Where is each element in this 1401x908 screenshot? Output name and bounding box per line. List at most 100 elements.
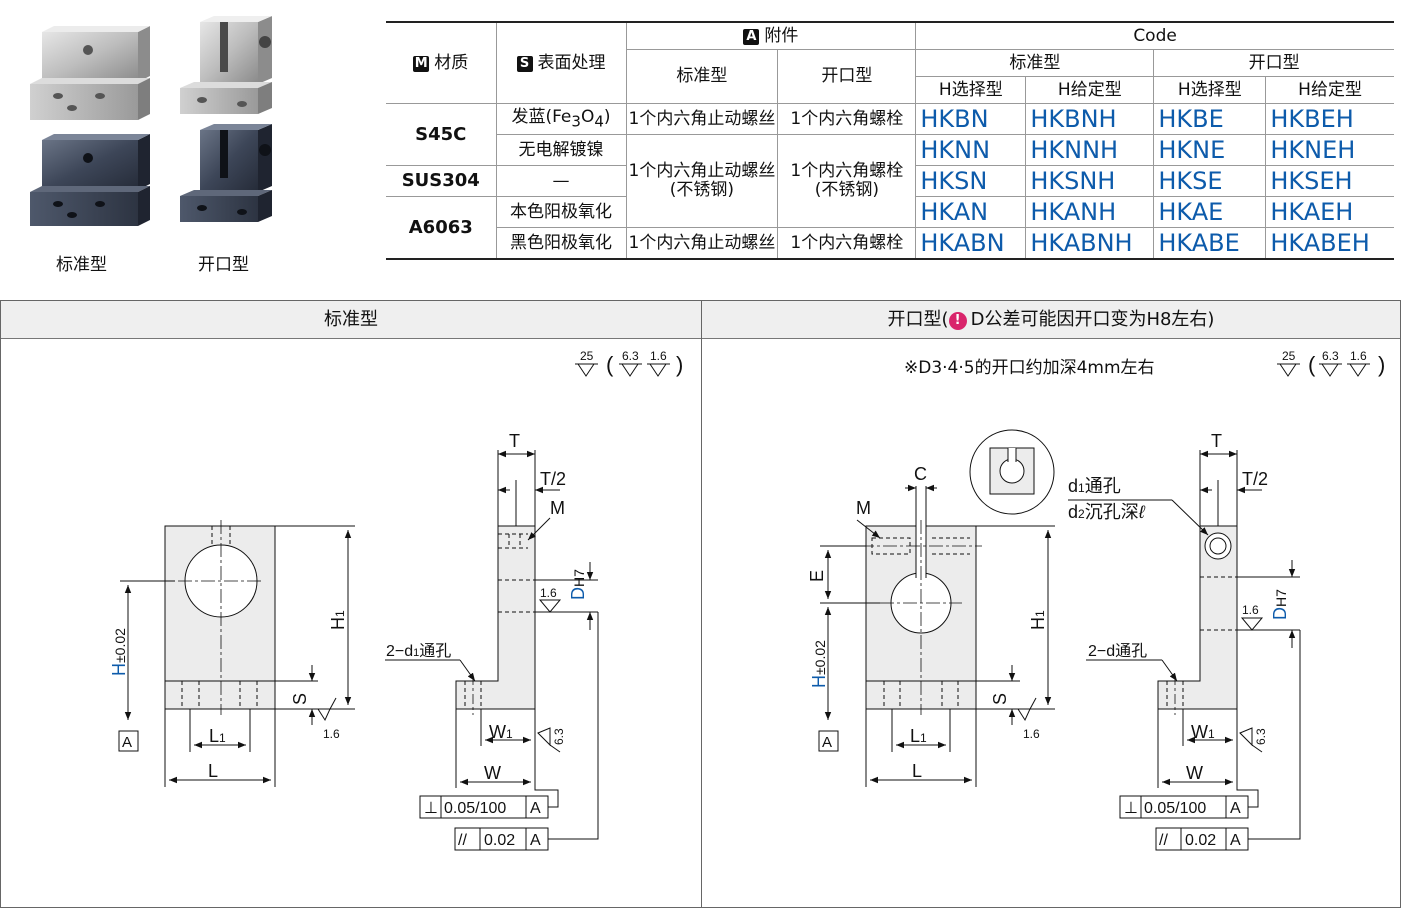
code-cell[interactable]: HKBNH xyxy=(1025,103,1155,135)
roughness-63-side: 6.3 xyxy=(1254,728,1268,745)
dim-W: W xyxy=(484,763,501,783)
open-side-view xyxy=(1068,450,1301,851)
surface-none: — xyxy=(495,165,627,197)
code-cell[interactable]: HKSNH xyxy=(1025,165,1155,197)
section-title-standard: 标准型 xyxy=(1,301,701,339)
paren-open: ( xyxy=(606,352,614,377)
code-cell[interactable]: HKNN xyxy=(915,134,1027,166)
roughness-16-label: 1.6 xyxy=(650,349,667,363)
paren-close: ) xyxy=(676,352,683,377)
dim-S: S xyxy=(290,693,310,705)
standard-side-view xyxy=(385,450,599,851)
photo-open-silver xyxy=(180,16,272,114)
label-M: M xyxy=(856,498,871,518)
surface-blackening: 发蓝(Fe3O4) xyxy=(495,103,627,135)
label-M: M xyxy=(550,498,565,518)
roughness-63-label: 6.3 xyxy=(622,349,639,363)
code-cell[interactable]: HKBN xyxy=(915,103,1027,135)
roughness-63-side: 6.3 xyxy=(552,728,566,745)
badge-m-icon: M xyxy=(413,55,430,72)
accessory-open-3: 1个内六角螺栓 xyxy=(777,227,917,260)
drawing-frame: 标准型 开口型(!D公差可能因开口变为H8左右) ※D3·4·5的开口约加深4m… xyxy=(0,300,1401,908)
header-h-given: H给定型 xyxy=(1025,76,1155,104)
code-cell[interactable]: HKSEH xyxy=(1265,165,1394,197)
dim-T: T xyxy=(509,431,520,451)
code-cell[interactable]: HKNE xyxy=(1153,134,1267,166)
dim-W1: W1 xyxy=(1191,722,1215,742)
datum-A: A xyxy=(822,734,832,751)
parallelism-value: 0.02 xyxy=(484,832,515,849)
dim-C: C xyxy=(914,464,927,484)
dim-D-H7: DH7 xyxy=(568,569,588,600)
code-cell[interactable]: HKNEH xyxy=(1265,134,1394,166)
header-accessory-open: 开口型 xyxy=(777,49,917,104)
code-cell[interactable]: HKAE xyxy=(1153,196,1267,228)
badge-s-icon: S xyxy=(516,55,533,72)
code-cell[interactable]: HKABNH xyxy=(1025,227,1155,260)
roughness-16-label: 1.6 xyxy=(1350,349,1367,363)
header-code-open: 开口型 xyxy=(1153,49,1394,77)
open-depth-note: ※D3·4·5的开口约加深4mm左右 xyxy=(904,358,1155,378)
accessory-standard-3: 1个内六角止动螺丝 xyxy=(625,227,779,260)
code-cell[interactable]: HKBEH xyxy=(1265,103,1394,135)
header-h-given-open: H给定型 xyxy=(1265,76,1394,104)
dim-L: L xyxy=(208,761,218,781)
product-photos: 标准型 开口型 xyxy=(20,12,360,282)
surface-black-anodize: 黑色阳极氧化 xyxy=(495,227,627,260)
code-cell[interactable]: HKSN xyxy=(915,165,1027,197)
dim-H1: H1 xyxy=(328,610,348,630)
label-2-d1-through: 2−d1通孔 xyxy=(386,642,451,660)
surface-clear-anodize: 本色阳极氧化 xyxy=(495,196,627,228)
label-d2-counterbore: d2沉孔深ℓ xyxy=(1068,502,1146,522)
dim-W1: W1 xyxy=(489,722,513,742)
section-divider xyxy=(701,301,702,907)
photo-label-standard: 标准型 xyxy=(56,255,107,275)
code-cell[interactable]: HKABEH xyxy=(1265,227,1394,260)
dim-T2: T/2 xyxy=(1242,469,1268,489)
roughness-63-label: 6.3 xyxy=(1322,349,1339,363)
perpendicularity-symbol: ⊥ xyxy=(424,800,438,817)
warning-icon: ! xyxy=(948,312,967,330)
paren-open: ( xyxy=(1308,352,1316,377)
code-cell[interactable]: HKBE xyxy=(1153,103,1267,135)
dim-S: S xyxy=(990,693,1010,705)
dim-H: H±0.02 xyxy=(809,640,829,688)
material-sus304: SUS304 xyxy=(386,165,497,197)
photo-label-open: 开口型 xyxy=(198,255,249,275)
label-2-d-through: 2−d通孔 xyxy=(1088,642,1147,660)
accessory-standard-2: 1个内六角止动螺丝(不锈钢) xyxy=(625,134,779,228)
photo-open-black xyxy=(180,124,272,222)
open-front-view xyxy=(818,429,1055,787)
section-title-open: 开口型(!D公差可能因开口变为H8左右) xyxy=(702,301,1400,339)
parallelism-value: 0.02 xyxy=(1185,832,1216,849)
dim-W: W xyxy=(1186,763,1203,783)
standard-front-view xyxy=(118,520,355,787)
parallelism-datum: A xyxy=(530,832,541,849)
code-cell[interactable]: HKANH xyxy=(1025,196,1155,228)
dim-H: H±0.02 xyxy=(109,628,129,676)
perpendicularity-datum: A xyxy=(530,800,541,817)
code-cell[interactable]: HKABN xyxy=(915,227,1027,260)
dim-T2: T/2 xyxy=(540,469,566,489)
dim-L1: L1 xyxy=(910,726,927,746)
surface-electroless-nickel: 无电解镀镍 xyxy=(495,134,627,166)
code-cell[interactable]: HKAN xyxy=(915,196,1027,228)
datum-A: A xyxy=(122,734,132,751)
code-cell[interactable]: HKSE xyxy=(1153,165,1267,197)
label-d1-through: d1通孔 xyxy=(1068,476,1121,496)
roughness-symbols-open xyxy=(1277,363,1370,377)
photo-standard-silver xyxy=(30,26,150,120)
roughness-16-bore: 1.6 xyxy=(1242,603,1259,617)
perpendicularity-value: 0.05/100 xyxy=(444,800,506,817)
code-cell[interactable]: HKNNH xyxy=(1025,134,1155,166)
roughness-16-bottom: 1.6 xyxy=(1023,727,1040,741)
code-cell[interactable]: HKAEH xyxy=(1265,196,1394,228)
roughness-symbols-standard xyxy=(575,363,670,377)
dim-L: L xyxy=(912,761,922,781)
dim-H1: H1 xyxy=(1028,610,1048,630)
perpendicularity-value: 0.05/100 xyxy=(1144,800,1206,817)
dim-L1: L1 xyxy=(209,726,226,746)
photo-standard-black xyxy=(30,134,150,226)
